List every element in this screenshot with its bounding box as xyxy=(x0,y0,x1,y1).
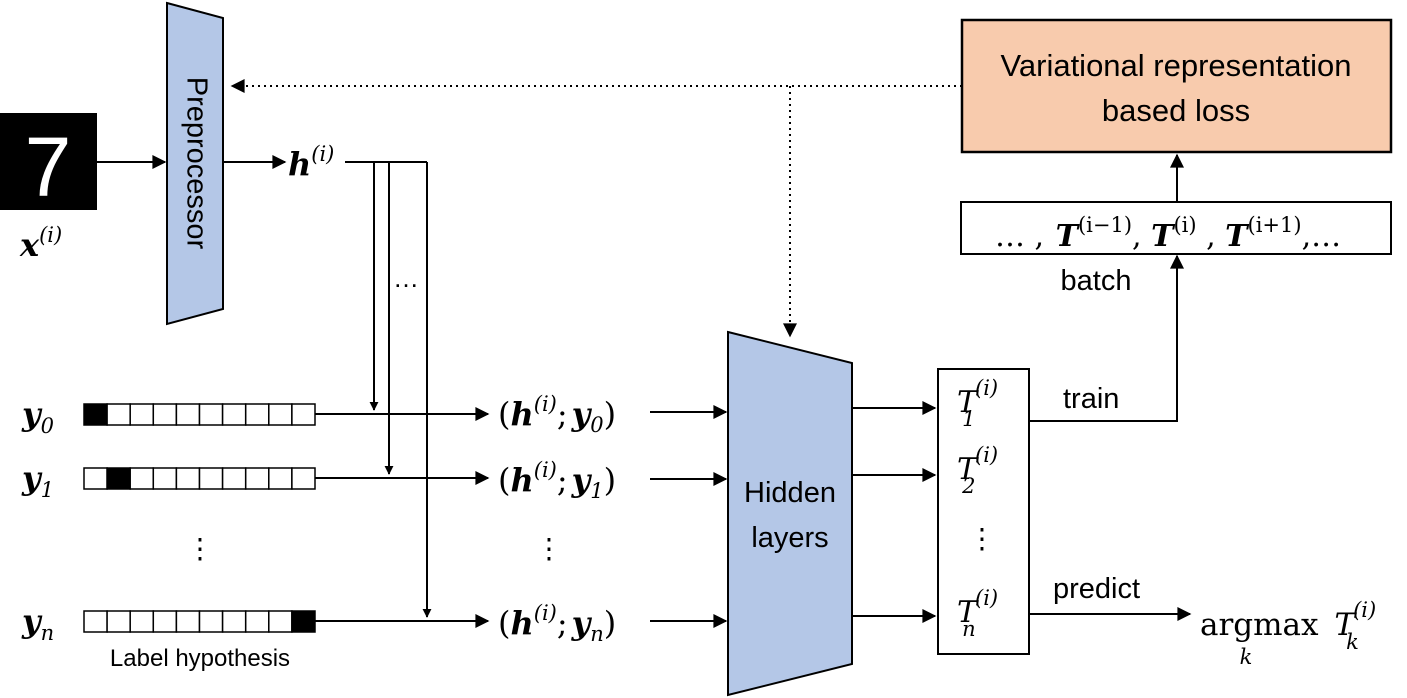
svg-text:k: k xyxy=(1240,645,1253,669)
feedback-dotted-lines xyxy=(230,79,962,338)
hidden-to-output-arrows xyxy=(852,401,937,623)
row-to-pair-arrows xyxy=(315,407,490,628)
input-label: x(i) xyxy=(19,223,62,264)
batch-sequence: … , T(i−1), T(i) , T(i+1),… xyxy=(995,213,1341,254)
label-vector-cell xyxy=(175,467,201,490)
pair-label: (h(i);y1) xyxy=(498,458,616,503)
label-vector-cell xyxy=(244,610,270,633)
label-vector-cell xyxy=(291,403,316,426)
hidden-layers-label-line2: layers xyxy=(751,522,828,554)
label-vector-cell xyxy=(244,467,270,490)
preprocessor-label: Preprocessor xyxy=(180,77,212,250)
label-vector-cell xyxy=(221,403,247,426)
label-vectors: y0 y1 yn xyxy=(21,395,316,645)
label-vector-cell xyxy=(129,467,155,490)
label-vector-cell xyxy=(268,403,293,426)
output-ellipsis: ⋮ xyxy=(968,523,996,554)
pair-labels: (h(i);y0) (h(i);y1) (h(i);yn) xyxy=(498,392,616,646)
output-box xyxy=(937,368,1030,655)
hidden-layers-label-line1: Hidden xyxy=(744,477,836,509)
input-image: 7 xyxy=(0,113,97,214)
label-vector-cell xyxy=(175,403,201,426)
label-vector-cell xyxy=(152,403,178,426)
label-vector-cell xyxy=(268,610,293,633)
label-vector-cell xyxy=(291,467,316,490)
label-vector-cell xyxy=(152,610,178,633)
loss-box xyxy=(960,18,1393,154)
label-vector-cell xyxy=(198,610,224,633)
label-vector-cell-active xyxy=(106,467,131,490)
h-label: h(i) xyxy=(288,142,334,183)
train-label: train xyxy=(1063,383,1119,415)
pair-ellipsis: ⋮ xyxy=(535,533,563,564)
label-vector-cell xyxy=(106,610,131,633)
label-vector-name: y0 xyxy=(21,395,54,438)
label-vector-cell xyxy=(83,610,108,633)
output-score-label: T(i)n xyxy=(957,586,998,641)
hidden-layers-block xyxy=(727,330,853,697)
label-vector-name: y1 xyxy=(21,459,54,502)
train-arrow xyxy=(1029,254,1184,422)
label-vector-cell xyxy=(106,403,131,426)
h-distribution-lines xyxy=(345,161,432,618)
preprocessor-block xyxy=(166,1,224,326)
label-vector-cell xyxy=(175,610,201,633)
label-vector-cell xyxy=(152,467,178,490)
label-vector-cell xyxy=(129,403,155,426)
loss-label-line1: Variational representation xyxy=(1001,48,1352,83)
loss-label-line2: based loss xyxy=(1102,93,1250,128)
label-vector-ellipsis: ⋮ xyxy=(186,533,214,564)
batch-label: batch xyxy=(1061,265,1132,297)
label-vector-cell xyxy=(268,467,293,490)
pair-to-hidden-arrows xyxy=(650,405,728,628)
label-vector-cell xyxy=(83,467,108,490)
label-vector-cell-active xyxy=(291,610,316,633)
svg-text:argmax T(i)k: argmax T(i)k xyxy=(1200,598,1376,654)
output-score-label: T(i)1 xyxy=(957,376,998,431)
argmax-expression: argmax T(i)k k xyxy=(1200,598,1376,669)
label-vector-cell xyxy=(244,403,270,426)
label-vector-cell xyxy=(198,467,224,490)
batch-box xyxy=(960,201,1392,255)
input-digit: 7 xyxy=(25,120,72,214)
pair-label: (h(i);y0) xyxy=(498,392,616,437)
predict-label: predict xyxy=(1053,573,1140,605)
h-ellipsis: … xyxy=(393,263,419,293)
label-vector-cell xyxy=(198,403,224,426)
label-vector-cell-active xyxy=(83,403,108,426)
output-score-label: T(i)2 xyxy=(957,443,998,498)
pair-label: (h(i);yn) xyxy=(498,601,616,646)
label-vector-cell xyxy=(221,467,247,490)
label-vector-name: yn xyxy=(21,602,54,645)
label-vector-cell xyxy=(221,610,247,633)
label-vector-cell xyxy=(129,610,155,633)
label-hypothesis-caption: Label hypothesis xyxy=(110,645,290,672)
output-labels: T(i)1T(i)2T(i)n xyxy=(957,376,998,641)
